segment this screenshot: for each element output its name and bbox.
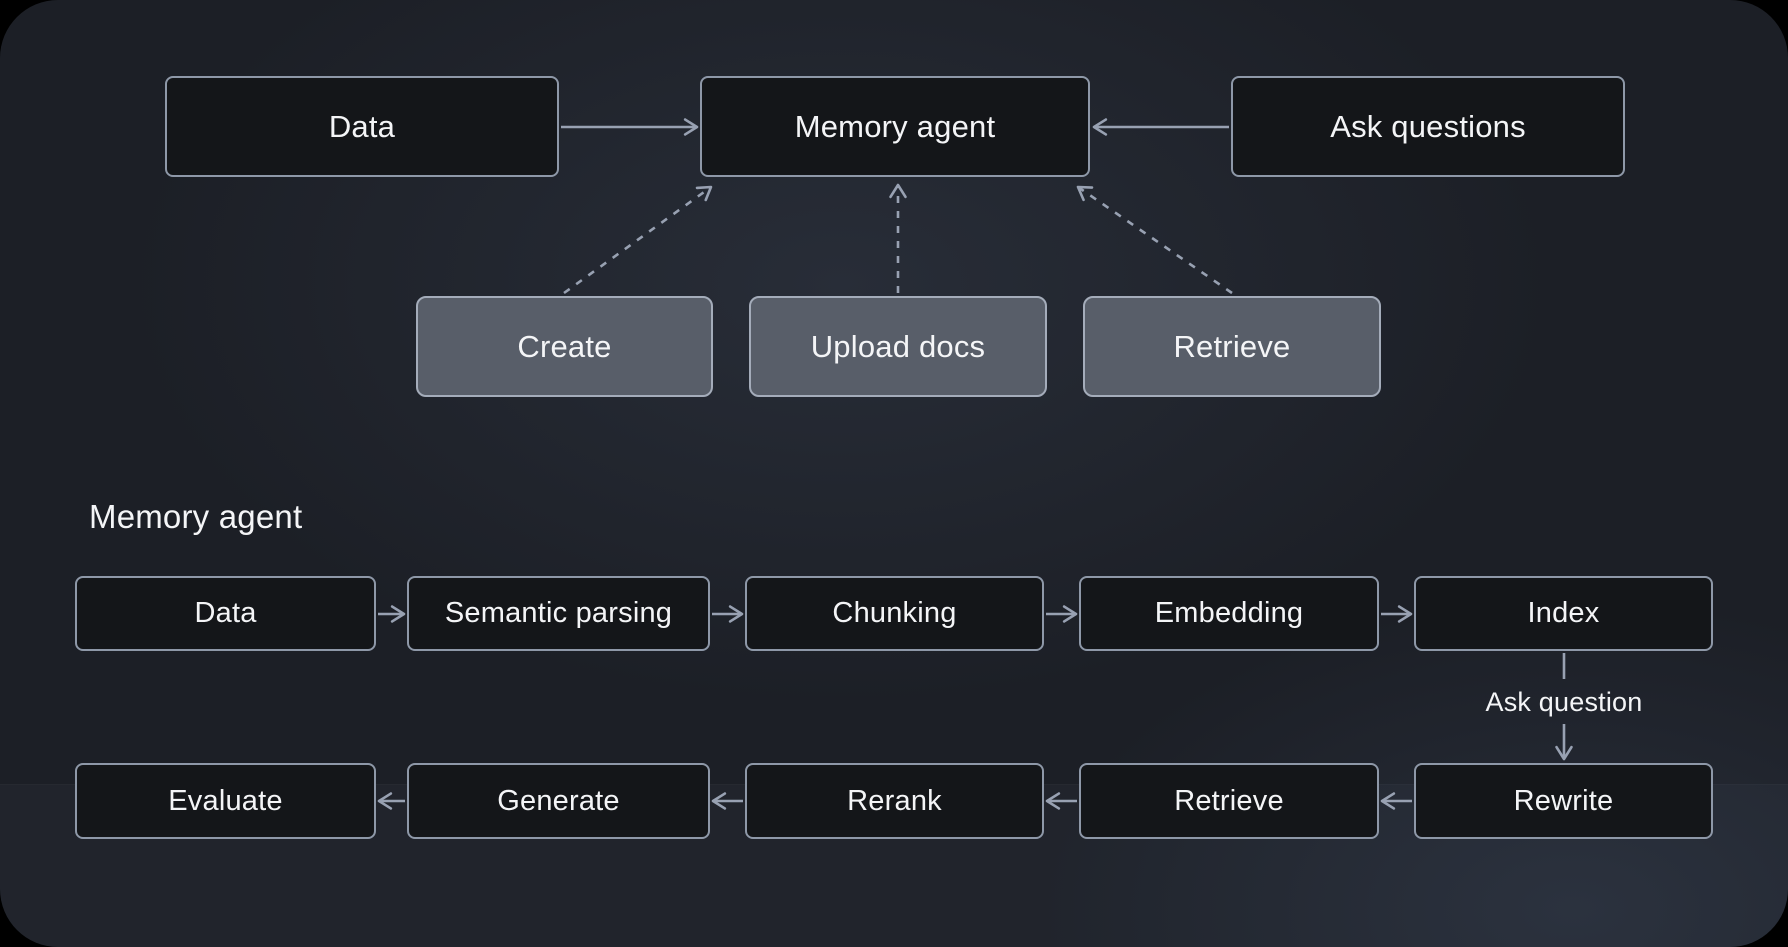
node-evaluate: Evaluate — [75, 763, 376, 839]
arrow-embedding-to-index — [1381, 605, 1413, 623]
arrow-retrieve-to-rerank — [1045, 792, 1077, 810]
arrow-data-to-memory-agent — [561, 118, 699, 136]
node-pipeline-retrieve: Retrieve — [1079, 763, 1379, 839]
node-memory-agent: Memory agent — [700, 76, 1090, 177]
node-embedding: Embedding — [1079, 576, 1379, 651]
node-retrieve: Retrieve — [1083, 296, 1381, 397]
node-pipeline-data: Data — [75, 576, 376, 651]
arrow-rerank-to-generate — [711, 792, 743, 810]
arrow-chunking-to-embedding — [1046, 605, 1078, 623]
ask-question-label: Ask question — [1485, 687, 1643, 717]
arrow-generate-to-evaluate — [377, 792, 405, 810]
arrow-ask-question-to-rewrite — [1555, 724, 1573, 761]
node-rewrite: Rewrite — [1414, 763, 1713, 839]
node-upload-docs: Upload docs — [749, 296, 1047, 397]
node-chunking: Chunking — [745, 576, 1044, 651]
arrow-retrieve-to-memory-agent — [1076, 185, 1233, 295]
arrow-rewrite-to-retrieve — [1380, 792, 1412, 810]
section-title: Memory agent — [89, 498, 303, 535]
arrow-upload-docs-to-memory-agent — [889, 183, 907, 293]
arrow-create-to-memory-agent — [563, 185, 713, 295]
arrow-ask-questions-to-memory-agent — [1092, 118, 1229, 136]
node-rerank: Rerank — [745, 763, 1044, 839]
node-index: Index — [1414, 576, 1713, 651]
node-semantic-parsing: Semantic parsing — [407, 576, 710, 651]
node-data: Data — [165, 76, 559, 177]
arrow-semantic-parsing-to-chunking — [712, 605, 744, 623]
arrow-data-to-semantic-parsing — [378, 605, 406, 623]
node-ask-questions: Ask questions — [1231, 76, 1625, 177]
node-generate: Generate — [407, 763, 710, 839]
node-create: Create — [416, 296, 713, 397]
